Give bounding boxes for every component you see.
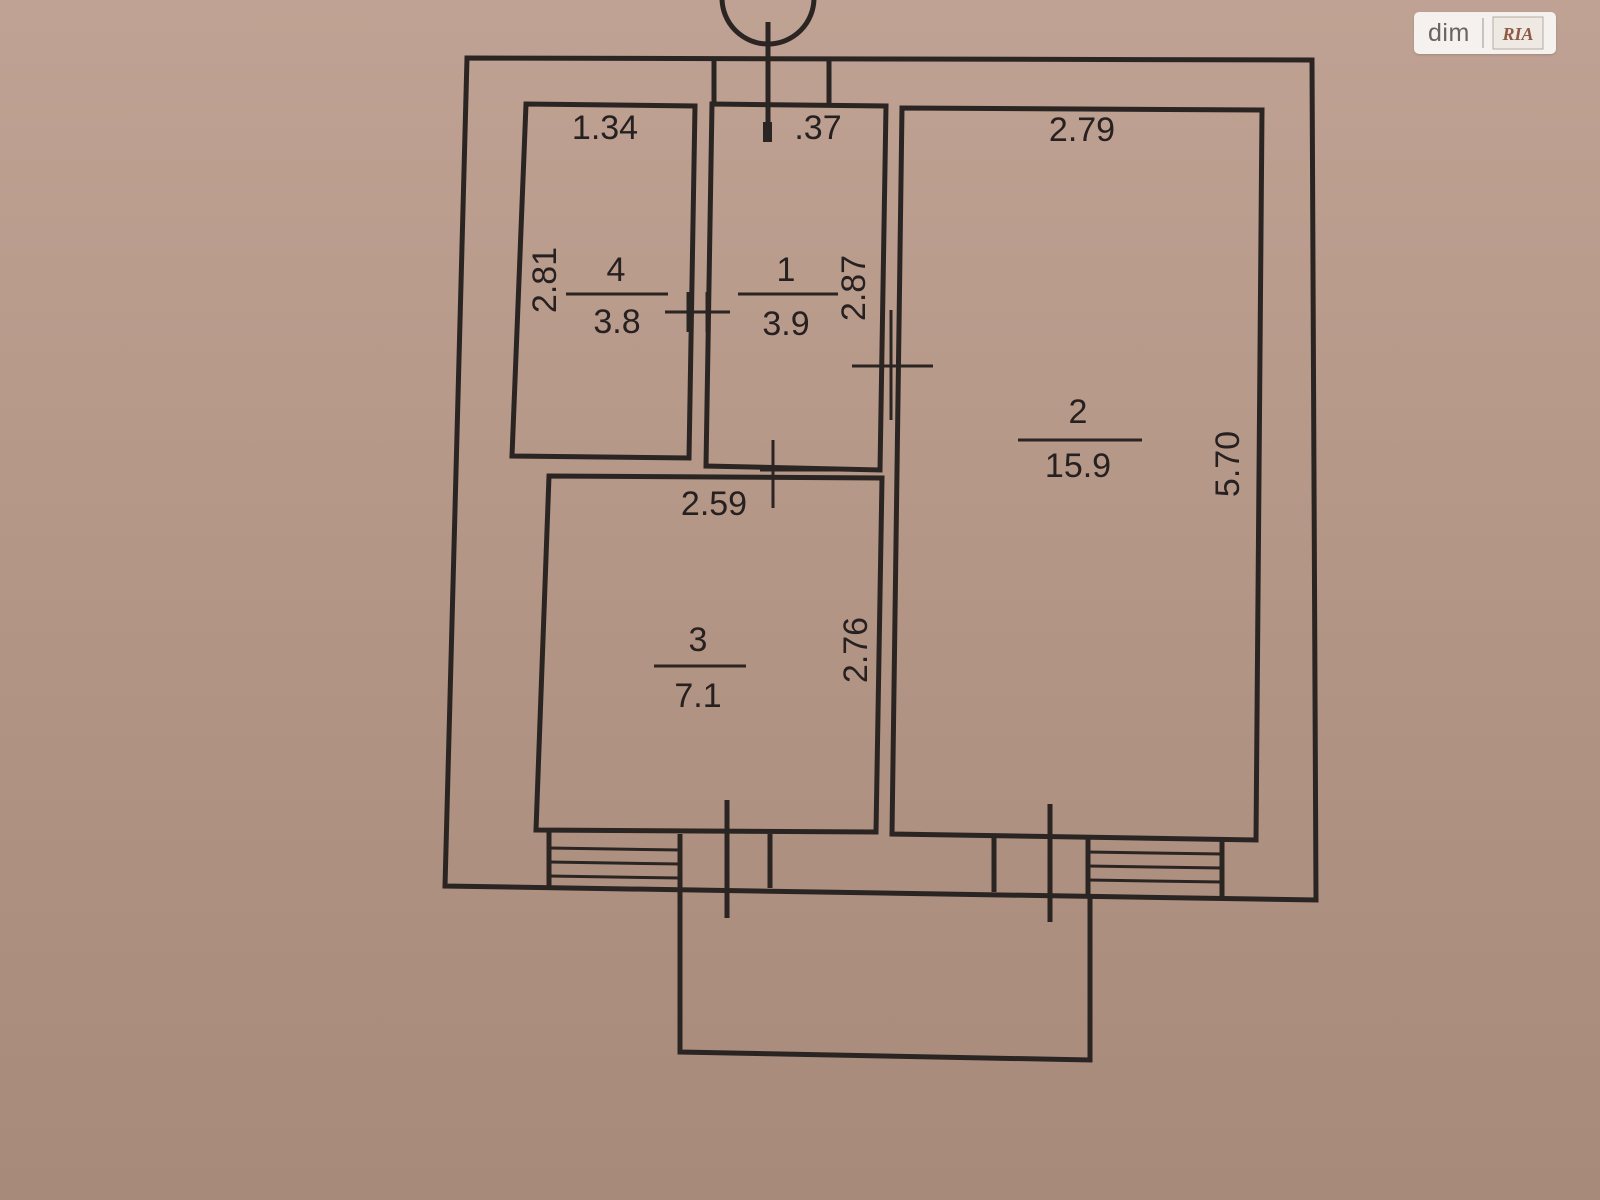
room-2-outline [889,105,1265,843]
room-2-height-label: 5.70 [1209,431,1247,497]
room-1-height-label: 2.87 [835,255,873,321]
watermark-badge: dim RIA [1414,12,1556,54]
window-3-line-b [548,860,681,866]
svg-text:RIA: RIA [1501,24,1533,44]
room-2-area: 15.9 [1045,447,1111,485]
room-3-height-label: 2.76 [837,617,875,683]
room-3-area: 7.1 [674,677,721,715]
window-3-line-c [548,874,681,880]
room-4-height-label: 2.81 [526,247,564,313]
room-4-width-label: 1.34 [572,109,638,147]
room-3-number: 3 [689,621,708,659]
window-2-line-a [1087,850,1223,856]
room-1-number: 1 [777,251,796,289]
window-3-line-a [548,846,681,852]
room-1-area: 3.9 [762,305,809,343]
room-4-area: 3.8 [593,303,640,341]
window-2-line-c [1087,878,1223,884]
balcony-outline [677,888,1093,1063]
watermark-separator [1481,18,1484,48]
room-4-outline [509,101,698,461]
room-3-width-label: 2.59 [681,485,747,523]
room-3-outline [533,473,885,835]
entry-marker [763,122,772,142]
room-2-number: 2 [1069,393,1088,431]
room-4-number: 4 [607,251,626,289]
window-2-line-b [1087,864,1223,870]
ria-logo-icon: RIA [1492,16,1544,50]
room-2-width-label: 2.79 [1049,111,1115,149]
outer-wall [442,55,1319,903]
watermark-site-text: dim [1428,18,1470,47]
room-1-width-label: .37 [794,109,841,147]
